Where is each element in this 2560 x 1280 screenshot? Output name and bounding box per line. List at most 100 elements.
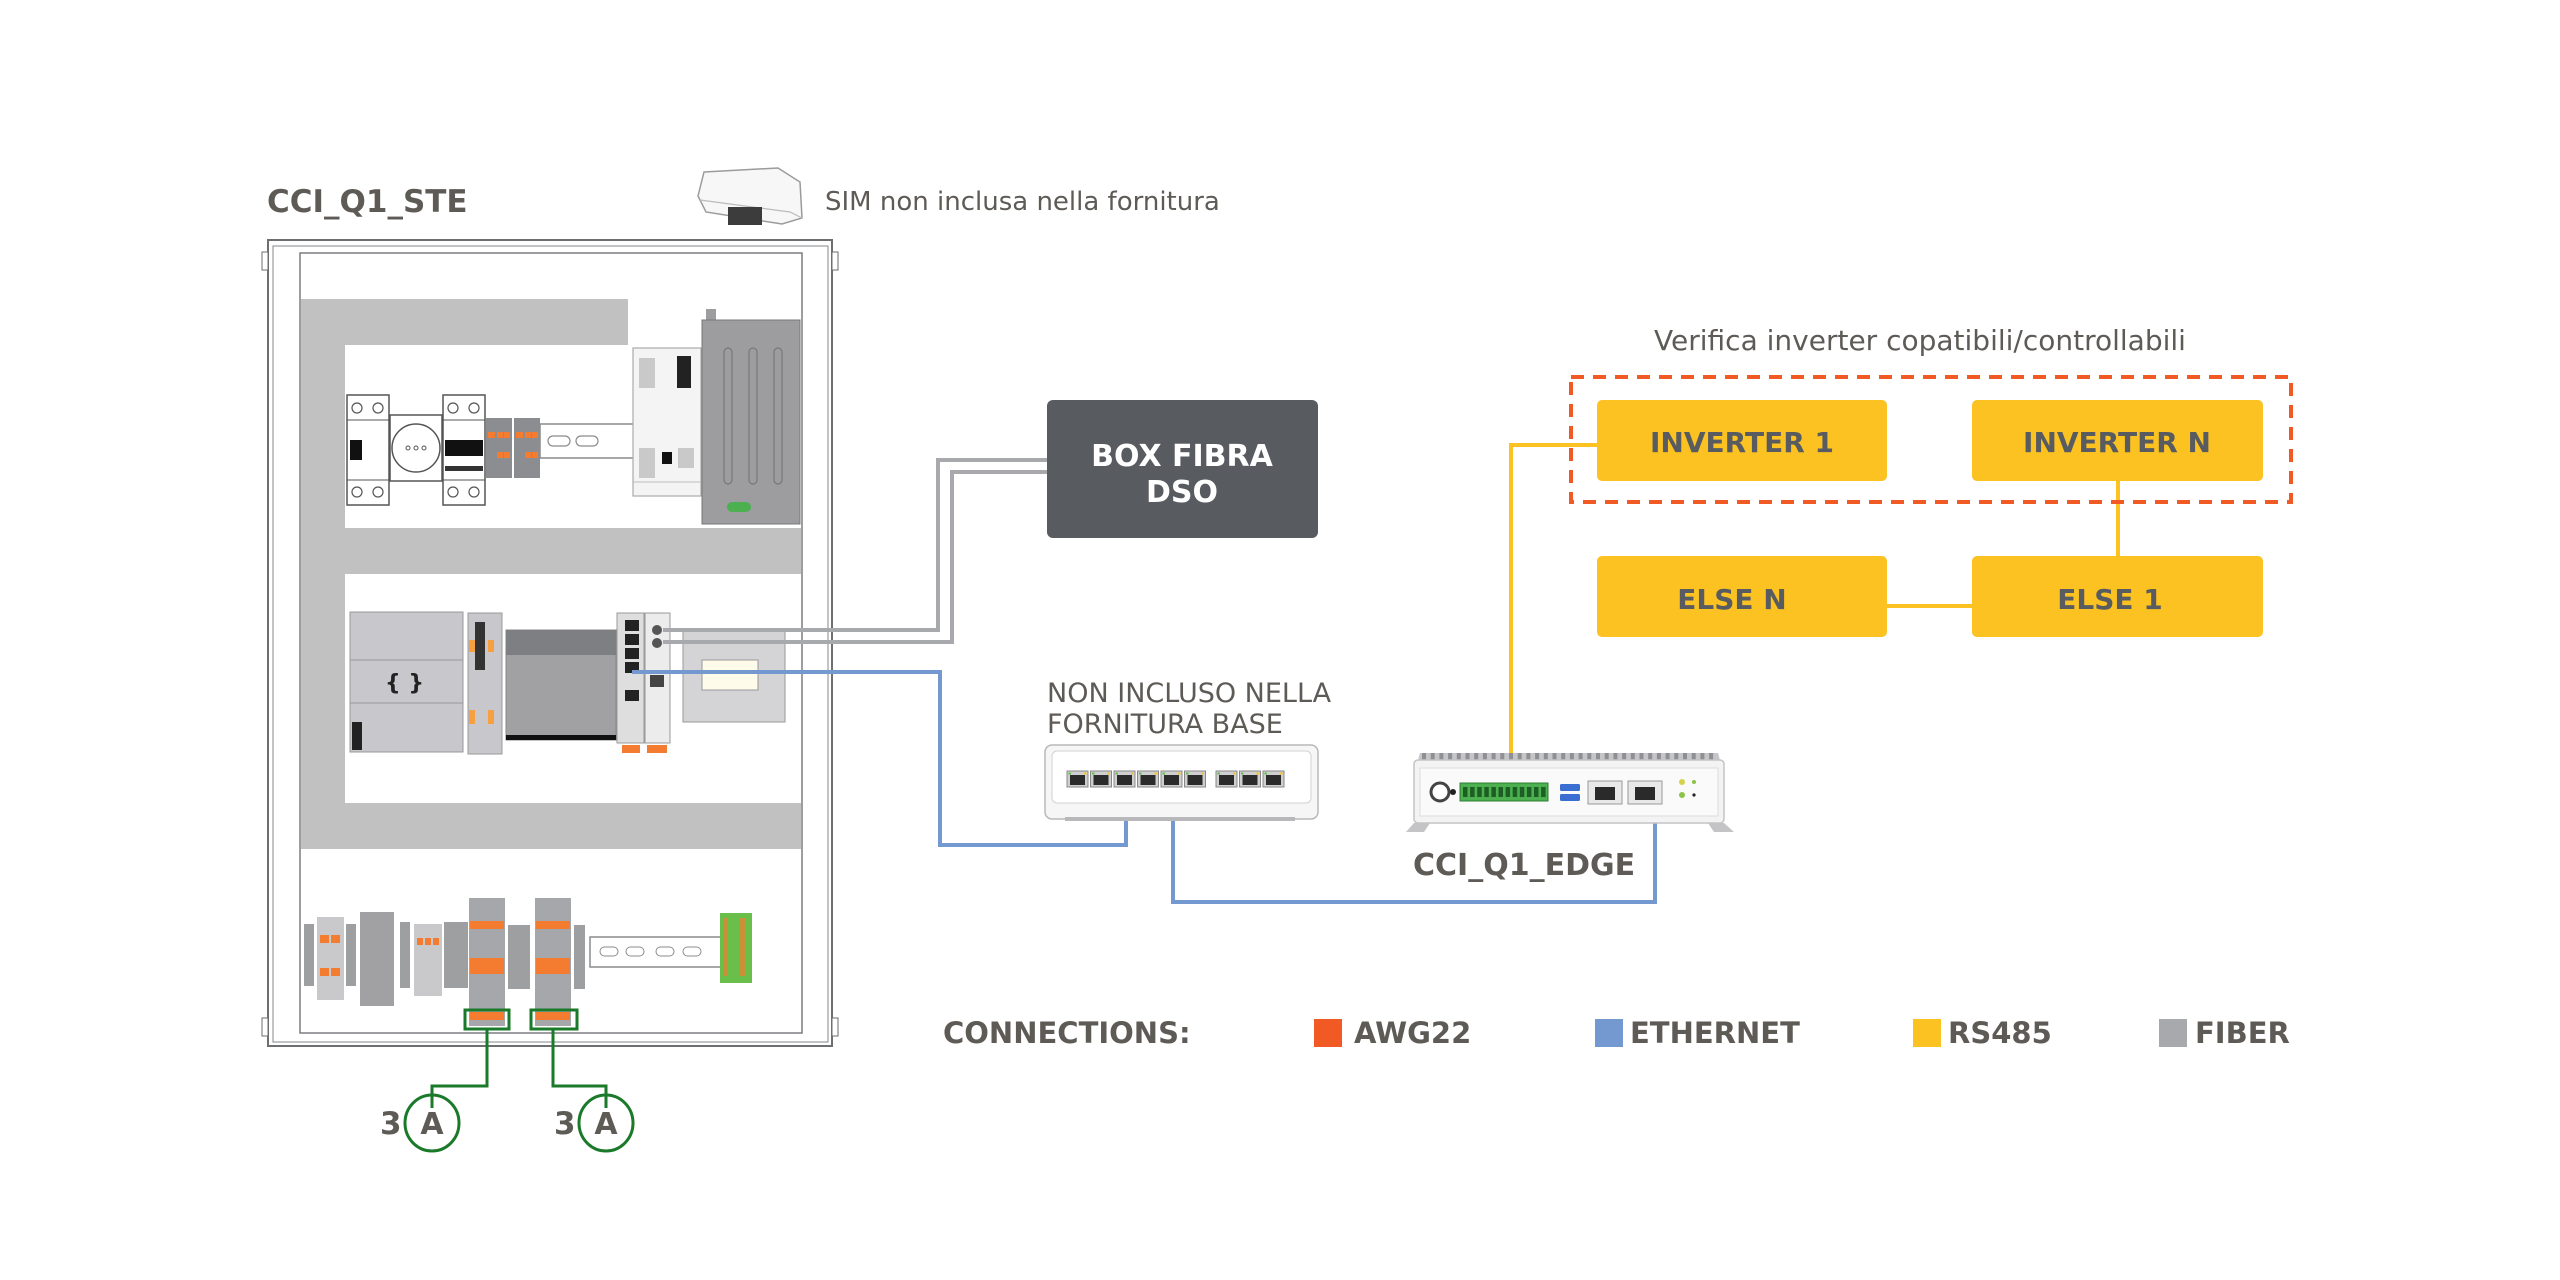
legend-label-fiber: FIBER — [2195, 1016, 2290, 1050]
inverter-n-box — [1972, 400, 2263, 481]
legend-item-awg22: AWG22 — [1314, 1016, 1471, 1050]
switch-port-icon — [1160, 770, 1183, 788]
din-rail-slot — [575, 435, 599, 447]
io-module — [467, 612, 503, 755]
lte-antenna — [697, 167, 803, 225]
terminal-end — [574, 925, 585, 989]
switch-note-line1: NON INCLUSO NELLA — [1047, 678, 1332, 709]
ups-module — [632, 347, 702, 497]
terminal-block — [414, 924, 442, 996]
switch-port-icon — [1113, 770, 1136, 788]
legend-label-awg22: AWG22 — [1354, 1016, 1471, 1050]
inverter-n-label: INVERTER N — [2023, 426, 2211, 459]
rs485-edge-to-inverter1 — [1509, 443, 1597, 798]
heatsink-fin — [1482, 753, 1487, 761]
box-fibra-rect — [1047, 400, 1318, 538]
usb-port-icon — [1560, 784, 1580, 791]
antenna-mount — [728, 207, 762, 225]
ct-sensor-1-circle — [403, 1093, 461, 1153]
heatsink-fin — [1587, 753, 1592, 761]
status-led-icon — [1692, 793, 1696, 797]
terminal-pin — [1491, 787, 1496, 797]
heatsink-fin — [1552, 753, 1557, 761]
ct-terminal-module-1 — [469, 898, 505, 1026]
antenna-note: SIM non inclusa nella fornitura — [825, 187, 1220, 217]
plc-controller: { } — [349, 611, 464, 753]
awg22-ct-wiring — [403, 1029, 635, 1153]
connections-legend: CONNECTIONS: AWG22 ETHERNET RS485 FIBER — [943, 1016, 2290, 1050]
row3-devices — [304, 898, 752, 1031]
heatsink-fin — [1674, 753, 1679, 761]
heatsink-fin — [1683, 753, 1687, 761]
switch-port-icon — [1090, 770, 1112, 788]
heatsink-fin — [1439, 753, 1444, 761]
terminal-pin — [1484, 787, 1489, 797]
fiber-media-converter — [644, 612, 671, 753]
usb-port-icon — [1560, 794, 1580, 801]
compatible-inverters-dashed-frame — [1569, 375, 2293, 504]
heatsink-fin — [1639, 753, 1644, 761]
network-switch — [1044, 744, 1319, 821]
hinge-top-right — [831, 251, 839, 271]
fiber-line-1 — [663, 458, 1047, 632]
heatsink-fin — [1691, 753, 1696, 761]
hinge-bottom-right — [831, 1017, 839, 1037]
fiber-line-2 — [663, 470, 1047, 644]
status-led-icon — [1692, 780, 1696, 784]
din-rail-row1 — [539, 423, 641, 459]
ct-sensor-1-count: 3 — [380, 1106, 402, 1142]
switch-ports — [1066, 770, 1285, 788]
ethernet-cabinet-to-switch — [632, 670, 1128, 847]
cabinet: CCI_Q1_STE — [261, 184, 839, 1153]
heatsink-fin — [1509, 753, 1513, 761]
terminal-pin — [1512, 787, 1518, 797]
switch-port-icon — [1215, 770, 1238, 788]
heatsink-fin — [1561, 753, 1566, 761]
fiber-connections — [663, 458, 1047, 644]
cable-ducts — [301, 299, 801, 849]
ct-sensor-2-count: 3 — [554, 1106, 576, 1142]
heatsink-fin — [1526, 753, 1531, 761]
heatsink-fin — [1422, 753, 1426, 761]
heatsink-fin — [1491, 753, 1496, 761]
else-1-box — [1972, 556, 2263, 637]
energy-meter — [682, 629, 786, 723]
power-button-icon — [1450, 789, 1456, 795]
ct-sensor-1-symbol: A — [420, 1107, 444, 1142]
duct-top — [301, 299, 628, 345]
legend-item-rs485: RS485 — [1913, 1016, 2052, 1050]
legend-label-rs485: RS485 — [1948, 1016, 2052, 1050]
din-rail-row3 — [589, 936, 731, 968]
else-1-label: ELSE 1 — [2057, 583, 2163, 616]
heatsink-fin — [1622, 753, 1627, 761]
inverter-n: INVERTER N — [1972, 400, 2263, 481]
terminal-end — [346, 924, 356, 986]
power-jack-icon — [1429, 781, 1451, 803]
terminal-pin — [1526, 787, 1532, 797]
heatsink-fin — [1700, 753, 1705, 761]
terminal-block-group — [360, 912, 394, 1006]
switch-port-icon — [1239, 770, 1261, 788]
legend-item-ethernet: ETHERNET — [1595, 1016, 1800, 1050]
box-fibra-line1: BOX FIBRA — [1091, 439, 1273, 474]
din-rail-slot — [547, 435, 571, 447]
heatsink-fin — [1456, 753, 1461, 761]
mcb-breaker — [442, 394, 486, 506]
heatsink-fin — [1465, 753, 1470, 761]
rcd-breaker — [346, 394, 390, 506]
legend-swatch-awg22 — [1314, 1019, 1342, 1047]
switch-port-icon — [1262, 770, 1285, 788]
din-rail-slot — [625, 946, 645, 957]
heatsink-fin — [1448, 753, 1453, 761]
heatsink-fin — [1569, 753, 1574, 761]
heatsink-fin — [1604, 753, 1609, 761]
inverter-group-title: Verifica inverter copatibili/controllabi… — [1654, 324, 2186, 357]
inverter-1-label: INVERTER 1 — [1650, 426, 1834, 459]
terminal-end — [444, 922, 468, 988]
heatsink-fin — [1500, 753, 1505, 761]
socket-outlet — [389, 414, 443, 482]
hinge-bottom-left — [261, 1017, 269, 1037]
switch-port-icon — [1066, 770, 1089, 788]
legend-label-ethernet: ETHERNET — [1630, 1016, 1800, 1050]
inverter-1-box — [1597, 400, 1887, 481]
